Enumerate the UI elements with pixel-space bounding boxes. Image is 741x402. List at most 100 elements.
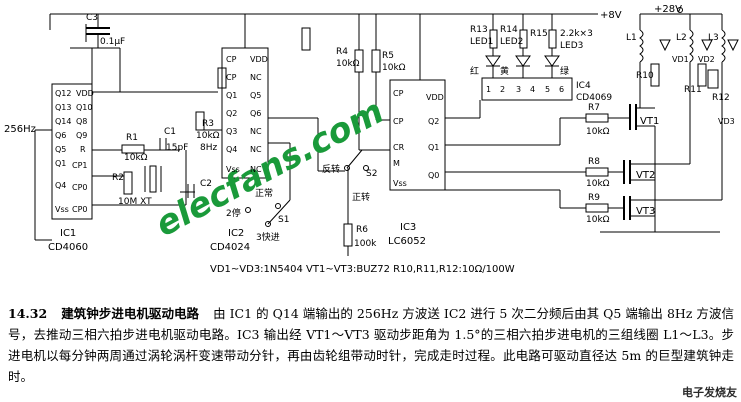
ic2-pin-left-1: CP xyxy=(226,73,237,82)
label-green: 绿 xyxy=(560,65,569,77)
ic2-pin-right-1: NC xyxy=(250,73,262,82)
label-vd1: VD1 xyxy=(672,55,689,64)
label-8hz: 8Hz xyxy=(200,143,217,153)
ic1-pin-left-2: Q14 xyxy=(55,117,71,126)
ic1-pin-left-5: Q1 xyxy=(55,159,66,168)
label-r7-value: 10kΩ xyxy=(586,127,610,137)
label-s2: S2 xyxy=(366,169,377,179)
ic4-pin-3: 4 xyxy=(530,85,535,94)
label-l2: L2 xyxy=(676,33,687,43)
ic2-pin-right-3: Q6 xyxy=(250,109,261,118)
label-r6: R6 xyxy=(356,225,368,235)
ic1-pin-right-1: Q10 xyxy=(76,103,92,112)
label-reverse: 反转 xyxy=(322,163,340,175)
ic2-pin-left-2: Q1 xyxy=(226,91,237,100)
label-normal: 正常 xyxy=(255,187,273,199)
ic4-pin-2: 3 xyxy=(516,85,521,94)
label-r4-value: 10kΩ xyxy=(336,59,360,69)
label-vt2: VT2 xyxy=(636,170,655,181)
label-r8-value: 10kΩ xyxy=(586,179,610,189)
label-ic3-part: LC6052 xyxy=(388,236,426,247)
label-r-set-value: 2.2k×3 xyxy=(560,29,593,39)
label-c1: C1 xyxy=(164,127,176,137)
ic3-pin-left-4: Vss xyxy=(393,179,407,188)
label-ic3: IC3 xyxy=(400,222,416,233)
label-r5-value: 10kΩ xyxy=(382,63,406,73)
label-r9: R9 xyxy=(588,193,600,203)
ic1-pin-left-0: Q12 xyxy=(55,89,71,98)
label-vd3: VD3 xyxy=(718,117,735,126)
ic2-pin-right-6: NC xyxy=(250,165,262,174)
label-supply-28v: +28V xyxy=(654,4,682,15)
label-vt3: VT3 xyxy=(636,206,655,217)
label-r14: R14 xyxy=(500,25,518,35)
label-ic2: IC2 xyxy=(228,228,244,239)
label-r11: R11 xyxy=(684,85,702,95)
label-led3: LED3 xyxy=(560,41,583,51)
label-r1-value: 10kΩ xyxy=(124,153,148,163)
ic3-pin-right-3: Q0 xyxy=(428,171,439,180)
label-r2: R2 xyxy=(112,173,124,183)
label-r8: R8 xyxy=(588,157,600,167)
label-c2: C2 xyxy=(200,179,212,189)
ic2-pin-right-2: Q5 xyxy=(250,91,261,100)
ic1-pin-right-3: Q9 xyxy=(76,131,87,140)
label-stop: 2停 xyxy=(226,207,241,219)
label-r13: R13 xyxy=(470,25,488,35)
label-l3: L3 xyxy=(708,33,719,43)
ic1-pin-right-7: CP0 xyxy=(72,205,88,214)
label-xtal: 10M XT xyxy=(118,197,152,207)
ic3-pin-left-1: CP xyxy=(393,117,404,126)
ic3-pin-right-1: Q2 xyxy=(428,117,439,126)
label-supply-8v: +8V xyxy=(600,10,622,21)
ic1-pin-left-6: Q4 xyxy=(55,181,66,190)
label-r4: R4 xyxy=(336,47,348,57)
ic2-pin-left-5: Q4 xyxy=(226,145,237,154)
caption-number: 14.32 xyxy=(8,306,48,321)
label-ic1-part: CD4060 xyxy=(48,242,88,253)
label-256hz: 256Hz xyxy=(4,124,36,135)
ic1-pin-right-2: Q8 xyxy=(76,117,87,126)
ic1-pin-left-1: Q13 xyxy=(55,103,71,112)
ic2-pin-left-3: Q2 xyxy=(226,109,237,118)
ic1-pin-right-4: R xyxy=(80,145,86,154)
label-r5: R5 xyxy=(382,51,394,61)
label-s1: S1 xyxy=(278,215,289,225)
circuit-schematic: elecfans.com C3 0.1μF +8V +28V Q12 Q13 Q… xyxy=(4,4,739,275)
label-r1: R1 xyxy=(126,133,138,143)
label-led1: LED1 xyxy=(470,37,493,47)
label-c3-value: 0.1μF xyxy=(100,37,125,47)
ic1-pin-right-6: CP0 xyxy=(72,183,88,192)
label-red: 红 xyxy=(470,65,479,77)
label-r12: R12 xyxy=(712,93,730,103)
label-r3-value: 10kΩ xyxy=(196,131,220,141)
ic3-pin-left-3: M xyxy=(393,159,400,168)
label-l1: L1 xyxy=(626,33,637,43)
ic2-pin-right-5: NC xyxy=(250,145,262,154)
label-r15: R15 xyxy=(530,29,548,39)
ic2-pin-right-0: VDD xyxy=(250,55,268,64)
label-forward: 正转 xyxy=(352,191,370,203)
label-ic1: IC1 xyxy=(60,228,76,239)
parts-note: VD1~VD3:1N5404 VT1~VT3:BUZ72 R10,R11,R12… xyxy=(210,264,515,275)
label-r7: R7 xyxy=(588,103,600,113)
label-vd2: VD2 xyxy=(698,55,715,64)
label-r9-value: 10kΩ xyxy=(586,215,610,225)
ic4-pin-0: 1 xyxy=(486,85,491,94)
ic3-pin-left-2: CR xyxy=(393,143,405,152)
ic1-pin-right-0: VDD xyxy=(76,89,94,98)
label-c3: C3 xyxy=(86,13,98,23)
label-r3: R3 xyxy=(202,119,214,129)
label-r6-value: 100k xyxy=(354,239,377,249)
ic4-pin-4: 5 xyxy=(545,85,550,94)
label-ic4-part: CD4069 xyxy=(576,93,612,103)
ic4-pin-5: 6 xyxy=(559,85,564,94)
ic2-pin-right-4: NC xyxy=(250,127,262,136)
label-ic2-part: CD4024 xyxy=(210,242,250,253)
ic1-pin-left-7: Vss xyxy=(55,205,69,214)
ic3-pin-right-0: VDD xyxy=(426,93,444,102)
site-logo: 电子发烧友 xyxy=(682,384,737,400)
label-ic4: IC4 xyxy=(576,81,591,91)
label-fast: 3快进 xyxy=(256,231,280,243)
